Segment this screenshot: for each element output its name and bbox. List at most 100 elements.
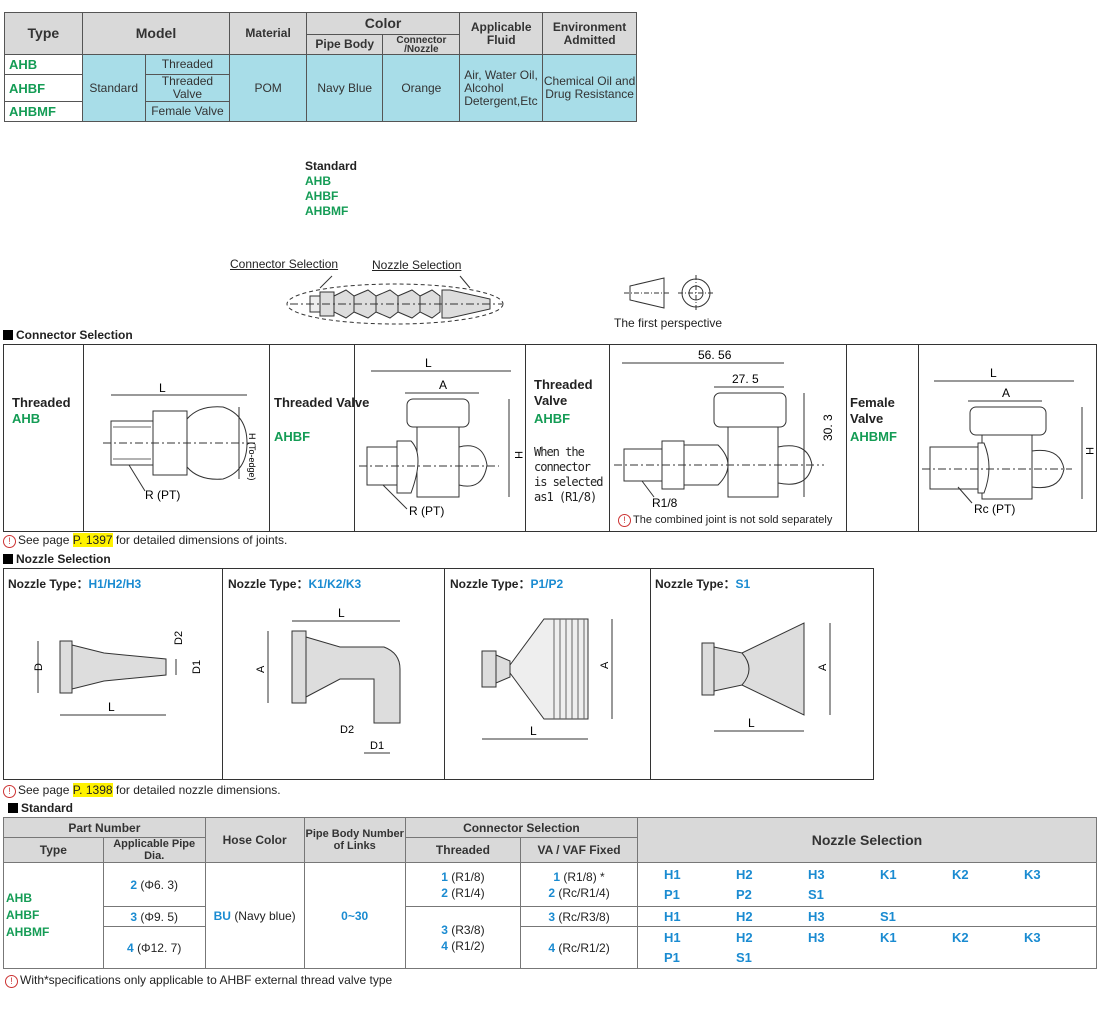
hose-color-cell: BU (Navy blue) (204, 862, 305, 969)
footnote: !With*specifications only applicable to … (5, 973, 392, 988)
svg-text:A: A (439, 378, 447, 392)
nozzle-s-title: Nozzle Type：S1 (655, 577, 751, 591)
svg-text:D2: D2 (340, 724, 354, 736)
warning-icon: ! (3, 535, 16, 548)
nozzle-note: !See page P. 1398 for detailed nozzle di… (3, 783, 281, 798)
first-perspective-label: The first perspective (614, 316, 723, 330)
svg-text:R (PT): R (PT) (409, 504, 444, 518)
model-threaded: Threaded (144, 54, 231, 75)
female-valve-code: AHBMF (850, 429, 897, 444)
page-1398-link[interactable]: P. 1398 (72, 783, 113, 797)
model-header: Model (81, 12, 231, 55)
threaded-valve-r18-code: AHBF (534, 411, 571, 426)
type-ahb: AHB (4, 54, 83, 75)
combined-joint-warning: !The combined joint is not sold separate… (618, 514, 832, 527)
environment-header: Environment Admitted (542, 12, 637, 55)
svg-text:H (To-edge): H (To-edge) (247, 433, 257, 481)
threaded-header: Threaded (404, 837, 522, 863)
nozzle-panel: Nozzle Type：H1/H2/H3 D D2 D1 L Nozzle Ty… (3, 568, 874, 780)
threaded-name: Threaded (12, 395, 71, 410)
threaded-valve-name: Threaded Valve (274, 395, 370, 410)
va-row-3: 4 (Rc/R1/2) (520, 926, 638, 969)
svg-text:L: L (530, 724, 537, 738)
standard-table-title: Standard (8, 801, 73, 815)
svg-text:R (PT): R (PT) (145, 488, 180, 502)
standard-item-ahbmf: AHBMF (305, 204, 349, 218)
nozzle-p-title: Nozzle Type：P1/P2 (450, 577, 564, 591)
types-cell: AHB AHBF AHBMF (3, 862, 104, 969)
fluid-value: Air, Water Oil, Alcohol Detergent,Etc (459, 54, 544, 122)
warning-icon: ! (618, 514, 631, 527)
svg-text:30. 3: 30. 3 (821, 414, 835, 441)
pipe-dia-4: 4 (Φ12. 7) (102, 926, 206, 969)
color-header: Color (305, 12, 461, 35)
svg-text:H: H (1083, 447, 1094, 455)
links-header: Pipe Body Number of Links (303, 817, 406, 863)
threaded-valve-drawing: L A H R (PT) (359, 356, 524, 518)
va-row-2: 3 (Rc/R3/8) (520, 906, 638, 927)
type-col-header: Type (3, 837, 104, 863)
pipe-dia-3: 3 (Φ9. 5) (102, 906, 206, 927)
svg-text:D1: D1 (191, 660, 203, 674)
connector-selection-header: Connector Selection (404, 817, 639, 838)
va-row-1: 1 (R1/8) * 2 (Rc/R1/4) (520, 862, 638, 907)
threaded-row-1: 1 (R1/8) 2 (R1/4) (404, 862, 522, 907)
material-value: POM (229, 54, 307, 122)
svg-text:L: L (338, 606, 345, 620)
svg-text:A: A (255, 665, 267, 673)
nozzle-selection-label: Nozzle Selection (372, 258, 462, 272)
type-ahbf: AHBF (4, 74, 83, 102)
material-header: Material (229, 12, 307, 55)
standard-list-title: Standard (305, 159, 358, 173)
threaded-valve-r18-name: Threaded Valve (534, 377, 593, 408)
model-group: Standard (81, 54, 146, 122)
nozzle-p-drawing: A L (481, 618, 613, 740)
threaded-row-2: 3 (R3/8) 4 (R1/2) (404, 906, 522, 969)
pipe-body-color: Navy Blue (305, 54, 384, 122)
threaded-code: AHB (12, 411, 41, 426)
svg-text:L: L (159, 381, 166, 395)
svg-text:A: A (817, 663, 829, 671)
type-header: Type (4, 12, 83, 55)
fluid-header: Applicable Fluid (459, 12, 544, 55)
svg-text:D: D (33, 663, 45, 671)
svg-text:H: H (512, 451, 524, 459)
svg-text:L: L (990, 366, 997, 380)
svg-text:D1: D1 (370, 740, 384, 752)
first-perspective-symbol (624, 275, 714, 311)
svg-text:D2: D2 (173, 631, 185, 645)
nozzle-k-drawing: L A D2 D1 (255, 606, 401, 754)
connector-color: Orange (382, 54, 461, 122)
nozzle-h-title: Nozzle Type：H1/H2/H3 (8, 577, 142, 591)
svg-text:Rc (PT): Rc (PT) (974, 502, 1015, 516)
svg-text:A: A (599, 661, 611, 669)
threaded-connector-drawing: L H (To-edge) R (PT) (103, 381, 257, 502)
r18-description: When the connector is selected as1 (R1/8… (534, 445, 603, 504)
svg-text:L: L (108, 700, 115, 714)
model-female-valve: Female Valve (144, 101, 231, 122)
links-cell: 0~30 (303, 862, 406, 969)
svg-text:27. 5: 27. 5 (732, 372, 759, 386)
svg-text:A: A (1002, 386, 1010, 400)
threaded-valve-code: AHBF (274, 429, 311, 444)
connector-panel: Threaded AHB L H (To-edge) R (PT) Thread… (3, 344, 1097, 532)
page-1397-link[interactable]: P. 1397 (72, 533, 113, 547)
connector-nozzle-header: Connector /Nozzle (382, 34, 461, 55)
nozzle-section-title: Nozzle Selection (3, 552, 111, 566)
nozzle-k-title: Nozzle Type：K1/K2/K3 (228, 577, 362, 591)
part-number-header: Part Number (3, 817, 206, 838)
r18-valve-drawing: 56. 56 27. 5 30. 3 R1/8 (614, 349, 835, 509)
pipe-body-header: Pipe Body (305, 34, 384, 55)
connector-selection-label: Connector Selection (230, 257, 339, 271)
female-valve-name: Female Valve (850, 395, 895, 426)
warning-icon: ! (3, 785, 16, 798)
svg-text:L: L (748, 716, 755, 730)
type-ahbmf: AHBMF (4, 101, 83, 122)
spec-table: Type Model Material Color Applicable Flu… (4, 12, 637, 122)
svg-text:56. 56: 56. 56 (698, 349, 732, 362)
pipe-dia-header: Applicable Pipe Dia. (102, 837, 206, 863)
standard-item-ahb: AHB (305, 174, 331, 188)
